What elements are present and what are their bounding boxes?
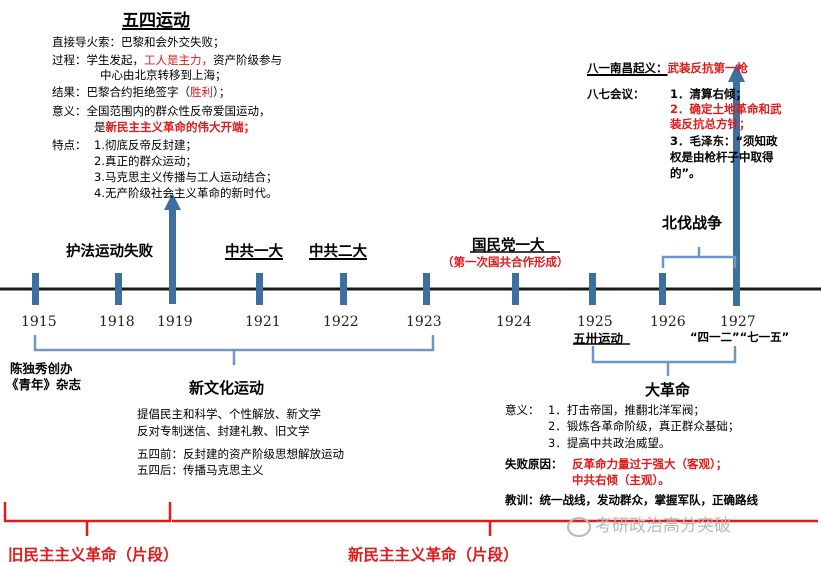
value: 资产阶级参与 xyxy=(213,53,282,67)
great-revolution-meaning-item: 1．打击帝国，推翻北洋军阀； xyxy=(548,403,705,417)
year-label: 1923 xyxy=(406,314,442,330)
great-revolution-title: 大革命 xyxy=(645,381,691,399)
event-hufa: 护法运动失败 xyxy=(66,244,153,260)
august7-item: 2．确定土地革命和武 xyxy=(670,102,782,116)
value: 是 xyxy=(94,120,106,134)
new-culture-title: 新文化运动 xyxy=(189,379,265,397)
year-label: 1919 xyxy=(157,314,193,330)
feature-item: 3.马克思主义传播与工人运动结合； xyxy=(94,170,278,184)
great-revolution-meaning-label: 意义： xyxy=(505,403,540,417)
august7-item: 权是由枪杆子中取得 xyxy=(670,150,774,164)
new-culture-line: 五四前：反封建的资产阶级思想解放运动 xyxy=(137,447,344,461)
tick-1925 xyxy=(589,273,596,305)
may-fourth-features-label: 特点： xyxy=(52,138,87,152)
wechat-icon xyxy=(567,516,591,537)
tick-1923 xyxy=(423,273,430,305)
event-april12-july15: “四一二”“七一五” xyxy=(690,329,789,345)
event-kmt-first: 国民党一大 xyxy=(472,238,545,254)
august7-item: 的”。 xyxy=(670,166,701,180)
event-july15: “七一五” xyxy=(739,330,790,344)
old-democratic-revolution-label: 旧民主主义革命（片段） xyxy=(8,546,179,564)
label: 直接导火索： xyxy=(52,35,121,49)
label: 八一南昌起义： xyxy=(587,61,668,75)
may-fourth-title: 五四运动 xyxy=(122,11,190,31)
tick-1926 xyxy=(659,273,666,305)
year-label: 1926 xyxy=(650,314,686,330)
label: 意义： xyxy=(52,104,87,118)
watermark-text: 考研政治高分突破 xyxy=(595,516,731,536)
may-fourth-meaning-line2: 是新民主主义革命的伟大开端； xyxy=(94,120,255,134)
value: 全国范围内的群众性反帝爱国运动， xyxy=(86,104,271,118)
label: 过程： xyxy=(52,53,87,67)
arrow-1927-shaft xyxy=(733,80,740,306)
year-label: 1925 xyxy=(577,314,613,330)
year-label: 1921 xyxy=(245,314,281,330)
feature-item: 1.彻底反帝反封建； xyxy=(94,138,197,152)
value: 巴黎合约拒绝签字（ xyxy=(86,85,191,99)
august7-item: 3．毛泽东：“须知政 xyxy=(670,134,778,148)
new-culture-line: 提倡民主和科学、个性解放、新文学 xyxy=(137,407,321,421)
may-fourth-trigger: 直接导火索：巴黎和会外交失败； xyxy=(52,35,225,49)
may-fourth-meaning: 意义：全国范围内的群众性反帝爱国运动， xyxy=(52,104,271,118)
may-fourth-process-line2: 中心由北京转移到上海； xyxy=(100,68,227,82)
new-culture-bracket xyxy=(33,335,435,365)
label: 结果： xyxy=(52,85,87,99)
great-revolution-meaning-item: 2．锻炼各革命阶级，真正群众基础； xyxy=(548,419,740,433)
great-revolution-failure-item: 反革命力量过于强大（客观）； xyxy=(572,457,728,471)
may-fourth-process: 过程：学生发起，工人是主力，资产阶级参与 xyxy=(52,53,282,67)
year-label: 1927 xyxy=(720,314,756,330)
august7-item: 装反抗总方针； xyxy=(670,117,751,131)
value: ）； xyxy=(213,85,231,99)
great-revolution-bracket xyxy=(591,346,737,376)
great-revolution-failure-label: 失败原因： xyxy=(505,457,563,471)
great-revolution-lesson: 教训：统一战线，发动群众，掌握军队，正确路线 xyxy=(505,493,758,507)
event-april12: “四一二” xyxy=(690,330,740,344)
value-red: 武装反抗第一枪 xyxy=(667,61,749,75)
arrow-1919-shaft xyxy=(169,208,176,304)
event-may30: 五卅运动 xyxy=(573,331,624,346)
tick-1915 xyxy=(32,273,39,305)
feature-item: 4.无产阶级社会主义革命的新时代。 xyxy=(94,186,278,200)
value: 统一战线，发动群众，掌握军队，正确路线 xyxy=(539,493,759,507)
great-revolution-failure-item: 中共右倾（主观）。 xyxy=(572,473,670,487)
event-northern-expedition: 北伐战争 xyxy=(662,214,723,232)
old-revolution-brace xyxy=(3,502,172,536)
tick-1922 xyxy=(340,273,347,305)
arrow-1919-head xyxy=(164,193,181,210)
watermark: 考研政治高分突破 xyxy=(567,511,731,537)
tick-1921 xyxy=(256,273,263,305)
event-second-congress: 中共二大 xyxy=(309,244,367,260)
value-red: 新民主主义革命的伟大开端； xyxy=(105,120,256,134)
nanchang-uprising: 八一南昌起义：武装反抗第一枪 xyxy=(587,61,748,75)
label: 教训： xyxy=(505,493,540,507)
event-first-congress: 中共一大 xyxy=(225,244,283,260)
great-revolution-meaning-item: 3．提高中共政治威望。 xyxy=(548,436,671,450)
event-kmt-first-sub: （第一次国共合作形成） xyxy=(442,255,569,269)
year-label: 1924 xyxy=(496,314,532,330)
chen-duxiu-line2: 《青年》杂志 xyxy=(6,377,82,392)
year-label: 1918 xyxy=(99,314,135,330)
year-label: 1922 xyxy=(323,314,359,330)
tick-1924 xyxy=(512,273,519,305)
value: 巴黎和会外交失败； xyxy=(121,35,225,49)
august7-item: 1．清算右倾； xyxy=(670,87,748,101)
new-culture-line: 五四后：传播马克思主义 xyxy=(137,463,264,477)
august7-label: 八七会议： xyxy=(587,87,645,101)
northern-expedition-bracket xyxy=(661,247,737,268)
feature-item: 2.真正的群众运动； xyxy=(94,154,197,168)
may-fourth-result: 结果：巴黎合约拒绝签字（胜利）； xyxy=(52,85,230,99)
year-label: 1915 xyxy=(21,314,57,330)
new-democratic-revolution-label: 新民主主义革命（片段） xyxy=(348,546,519,564)
value: 学生发起， xyxy=(86,53,145,67)
chen-duxiu-line1: 陈独秀创办 xyxy=(10,361,73,376)
value-red: 工人是主力， xyxy=(144,53,213,67)
new-revolution-brace xyxy=(172,519,818,536)
value-red: 胜利 xyxy=(190,85,213,99)
arrow-1927-head xyxy=(728,64,745,82)
tick-1918 xyxy=(115,273,122,305)
new-culture-line: 反对专制迷信、封建礼教、旧文学 xyxy=(137,424,310,438)
